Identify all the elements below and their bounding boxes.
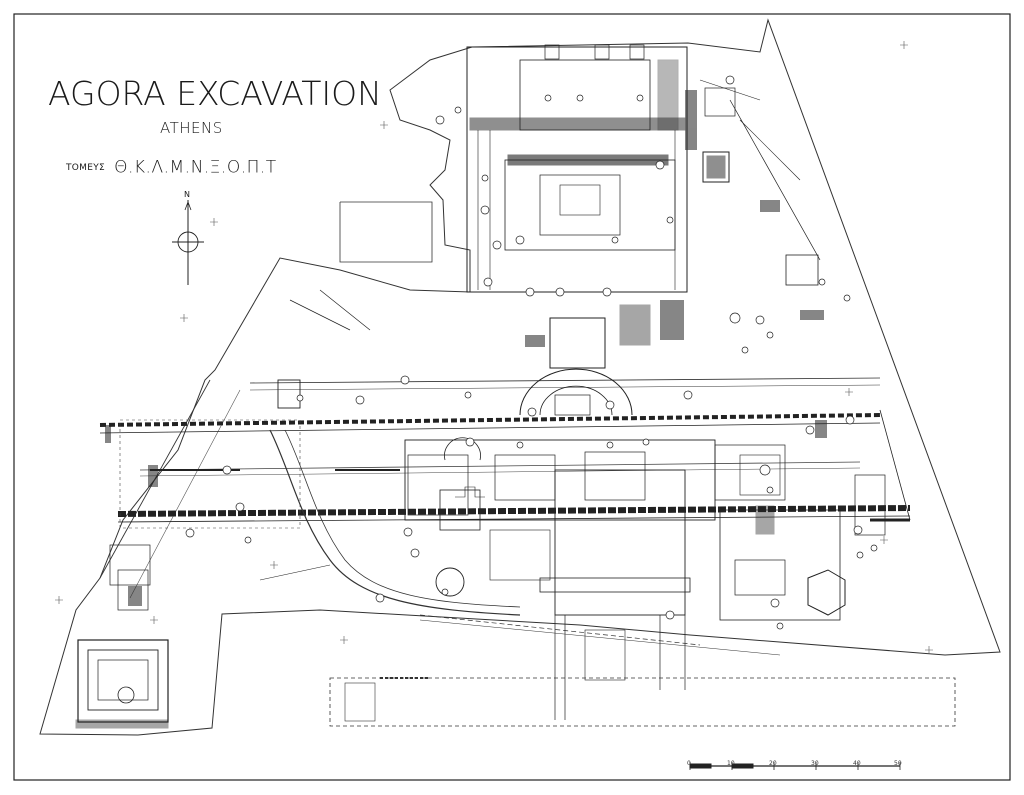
south-stoa (329, 677, 956, 727)
dashed-zone (119, 419, 301, 529)
scale-bar (689, 762, 901, 770)
map-title: AGORA EXCAVATION (48, 74, 382, 113)
north-label: N (184, 190, 190, 199)
middle-complex (404, 437, 786, 531)
hatched-walls (105, 90, 827, 606)
sector-value: Θ.Κ.Λ.Μ.Ν.Ξ.Ο.Π.Τ (114, 157, 277, 178)
central-courts (519, 304, 651, 416)
road-middle (139, 461, 861, 477)
survey-marks (55, 41, 933, 654)
south-middle (489, 469, 691, 720)
scale-tick-label: 0 (687, 760, 691, 767)
sector-label: ΤΟΜΕΥΣ (66, 162, 106, 173)
west-structures (150, 289, 465, 597)
west-enclosure (339, 201, 433, 263)
road-lower (117, 505, 911, 523)
great-drain (269, 429, 781, 656)
scale-tick-label: 40 (853, 760, 861, 767)
compass-rose (172, 200, 204, 285)
site-boundary (39, 18, 1001, 736)
sector-line: ΤΟΜΕΥΣ Θ.Κ.Λ.Μ.Ν.Ξ.Ο.Π.Τ (66, 157, 277, 178)
road-upper (99, 413, 881, 434)
road-north (249, 377, 881, 384)
scale-tick-label: 20 (769, 760, 777, 767)
north-complex (466, 44, 688, 293)
southwest-complex (75, 544, 169, 729)
scale-tick-label: 30 (811, 760, 819, 767)
scale-tick-label: 10 (727, 760, 735, 767)
east-complex (719, 409, 911, 621)
map-subtitle: ATHENS (160, 119, 223, 137)
map-frame (13, 13, 1011, 781)
northeast-structures (699, 79, 821, 286)
wells (185, 75, 878, 630)
scale-tick-label: 50 (894, 760, 902, 767)
